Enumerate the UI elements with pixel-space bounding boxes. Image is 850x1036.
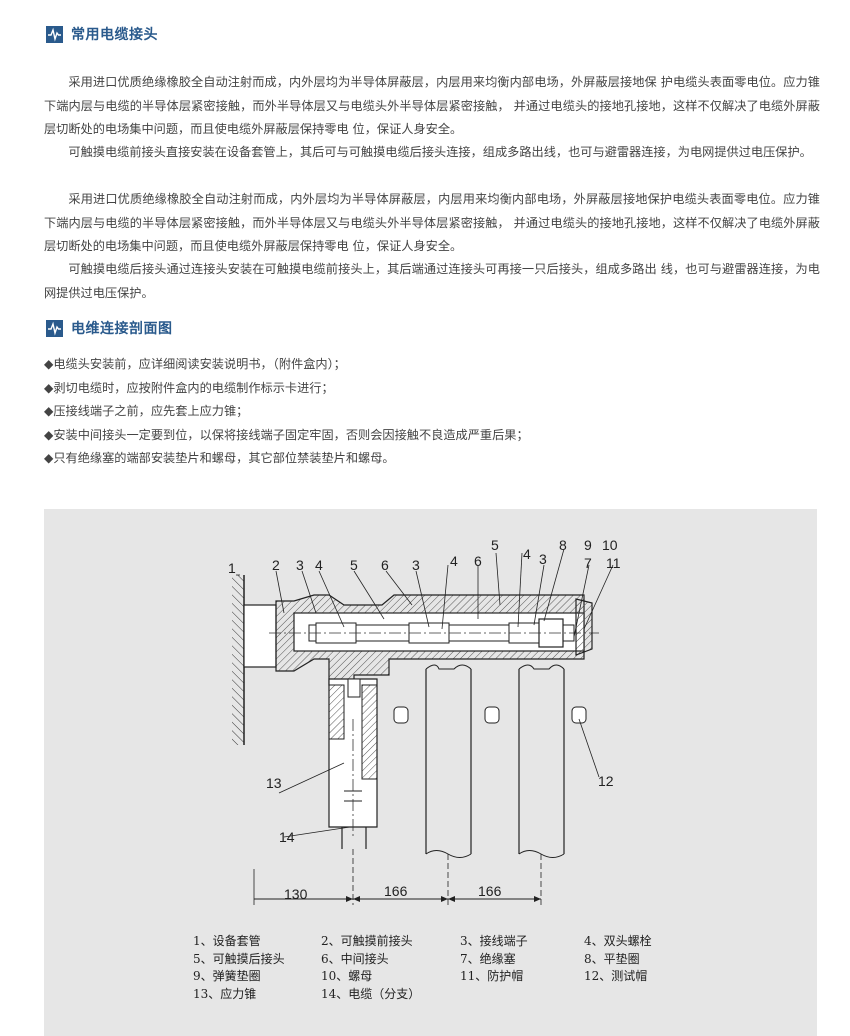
section-heading-cross-section: 电维连接剖面图	[46, 318, 173, 338]
section-title: 常用电缆接头	[71, 27, 158, 43]
callout-label: 3	[296, 557, 304, 573]
callout-label: 4	[523, 546, 531, 562]
cable-joint-drawing	[232, 548, 614, 905]
callout-label: 7	[584, 555, 592, 571]
callout-label: 1	[228, 560, 236, 576]
section-heading-common-joints: 常用电缆接头	[46, 24, 158, 44]
callout-label: 6	[474, 553, 482, 569]
legend-item: 10、螺母	[321, 969, 373, 983]
legend-row: 9、弹簧垫圈 10、螺母 11、防护帽 12、测试帽	[193, 968, 713, 986]
paragraph: 可触摸电缆前接头直接安装在设备套管上，其后可与可触摸电缆后接头连接，组成多路出线…	[68, 145, 812, 160]
list-item: ◆压接线端子之前，应先套上应力锥；	[44, 404, 249, 419]
figure-legend: 1、设备套管 2、可触摸前接头 3、接线端子 4、双头螺栓 5、可触摸后接头 6…	[193, 933, 713, 1003]
legend-item: 5、可触摸后接头	[193, 951, 285, 966]
list-item: ◆安装中间接头一定要到位，以保将接线端子固定牢固，否则会因接触不良造成严重后果；	[44, 427, 529, 442]
callout-label: 10	[602, 537, 618, 553]
legend-item: 6、中间接头	[321, 951, 389, 966]
waveform-icon	[46, 319, 63, 337]
callout-label: 4	[450, 553, 458, 569]
callout-label: 13	[266, 775, 282, 791]
legend-item: 2、可触摸前接头	[321, 934, 413, 948]
legend-item: 9、弹簧垫圈	[193, 969, 261, 983]
list-item: ◆只有绝缘塞的端部安装垫片和螺母，其它部位禁装垫片和螺母。	[44, 451, 395, 466]
legend-item: 12、测试帽	[584, 969, 648, 983]
legend-row: 5、可触摸后接头 6、中间接头 7、绝缘塞 8、平垫圈	[193, 951, 713, 969]
callout-label: 2	[272, 557, 280, 573]
callout-label: 5	[491, 537, 499, 553]
cross-section-figure: 1 2 3 4 5 6 3 4 6 5 4 3 8 9 10 7 11 13 1…	[44, 509, 817, 1036]
legend-item: 7、绝缘塞	[460, 951, 516, 966]
legend-item: 14、电缆（分支）	[321, 986, 421, 1001]
section-title: 电维连接剖面图	[71, 321, 173, 337]
legend-item: 11、防护帽	[460, 969, 524, 983]
legend-item: 13、应力锥	[193, 986, 257, 1001]
legend-item: 8、平垫圈	[584, 951, 640, 966]
callout-label: 5	[350, 557, 358, 573]
paragraph: 采用进口优质绝缘橡胶全自动注射而成，内外层均为半导体屏蔽层，内层用来均衡内部电场…	[44, 75, 820, 137]
list-item: ◆剥切电缆时，应按附件盒内的电缆制作标示卡进行；	[44, 380, 334, 395]
legend-item: 4、双头螺栓	[584, 934, 652, 948]
legend-row: 13、应力锥 14、电缆（分支）	[193, 986, 713, 1004]
paragraph: 可触摸电缆后接头通过连接头安装在可触摸电缆前接头上，其后端通过连接头可再接一只后…	[44, 262, 820, 300]
callout-label: 3	[539, 551, 547, 567]
callout-label: 3	[412, 557, 420, 573]
paragraph: 采用进口优质绝缘橡胶全自动注射而成，内外层均为半导体屏蔽层，内层用来均衡内部电场…	[44, 192, 820, 254]
callout-label: 4	[315, 557, 323, 573]
legend-item: 3、接线端子	[460, 934, 528, 948]
dimension-label: 166	[478, 883, 502, 899]
legend-row: 1、设备套管 2、可触摸前接头 3、接线端子 4、双头螺栓	[193, 933, 713, 951]
callout-label: 8	[559, 537, 567, 553]
dimension-label: 166	[384, 883, 408, 899]
callout-label: 14	[279, 829, 295, 845]
list-item: ◆电缆头安装前，应详细阅读安装说明书，（附件盒内）；	[44, 357, 346, 371]
callout-label: 11	[606, 555, 621, 571]
legend-item: 1、设备套管	[193, 934, 261, 948]
callout-label: 6	[381, 557, 389, 573]
installation-notes-list: ◆电缆头安装前，应详细阅读安装说明书，（附件盒内）； ◆剥切电缆时，应按附件盒内…	[44, 353, 529, 471]
dimension-label: 130	[284, 886, 308, 902]
waveform-icon	[46, 25, 63, 43]
callout-label: 12	[598, 773, 614, 789]
callout-label: 9	[584, 537, 592, 553]
